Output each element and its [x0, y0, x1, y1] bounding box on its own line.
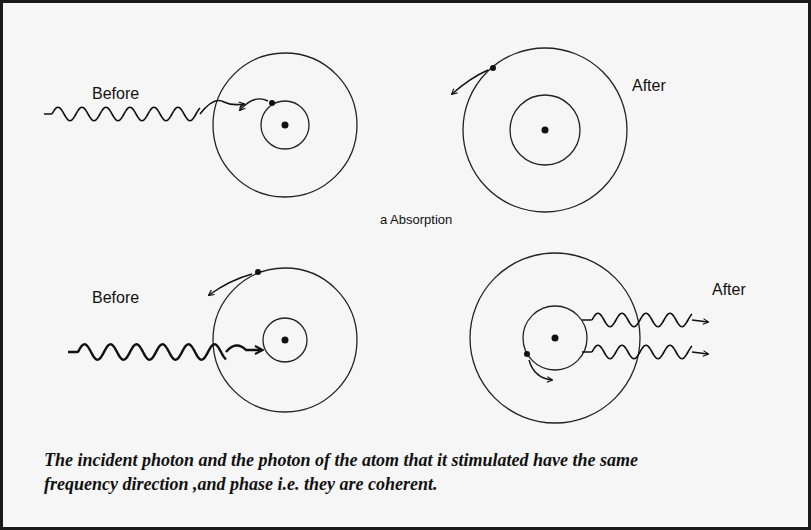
nucleus — [542, 127, 549, 134]
photon-wave — [44, 107, 200, 120]
inner-orbit — [510, 95, 580, 165]
atom — [470, 253, 640, 423]
photon-arrow — [692, 352, 708, 354]
transition-arrow — [209, 274, 252, 295]
figure-label: a Absorption — [380, 212, 452, 228]
nucleus — [282, 122, 289, 129]
photon-wave — [68, 344, 226, 359]
electron — [490, 65, 496, 71]
transition-arrow — [452, 70, 488, 94]
photon-arrow — [692, 320, 708, 322]
electron — [255, 269, 261, 275]
transition-arrow — [529, 360, 552, 380]
state-label: Before — [92, 288, 139, 307]
transition-arrow — [240, 99, 268, 110]
state-label: After — [632, 76, 666, 95]
outer-orbit — [213, 268, 357, 412]
electron — [524, 351, 530, 357]
inner-orbit — [261, 101, 309, 149]
inner-orbit — [523, 306, 587, 370]
outer-orbit — [463, 48, 627, 212]
caption: The incident photon and the photon of th… — [44, 448, 694, 497]
atom — [463, 48, 627, 212]
photon-wave — [582, 313, 692, 326]
atom — [213, 268, 357, 412]
state-label: After — [712, 280, 746, 299]
photon-wave — [582, 345, 692, 358]
state-label: Before — [92, 84, 139, 103]
electron — [269, 100, 275, 106]
atom — [213, 53, 357, 197]
outer-orbit — [213, 53, 357, 197]
outer-orbit — [470, 253, 640, 423]
nucleus — [282, 337, 289, 344]
inner-orbit — [263, 318, 307, 362]
photon-arrow — [226, 345, 262, 352]
photon-arrow — [200, 101, 244, 115]
nucleus — [552, 335, 559, 342]
